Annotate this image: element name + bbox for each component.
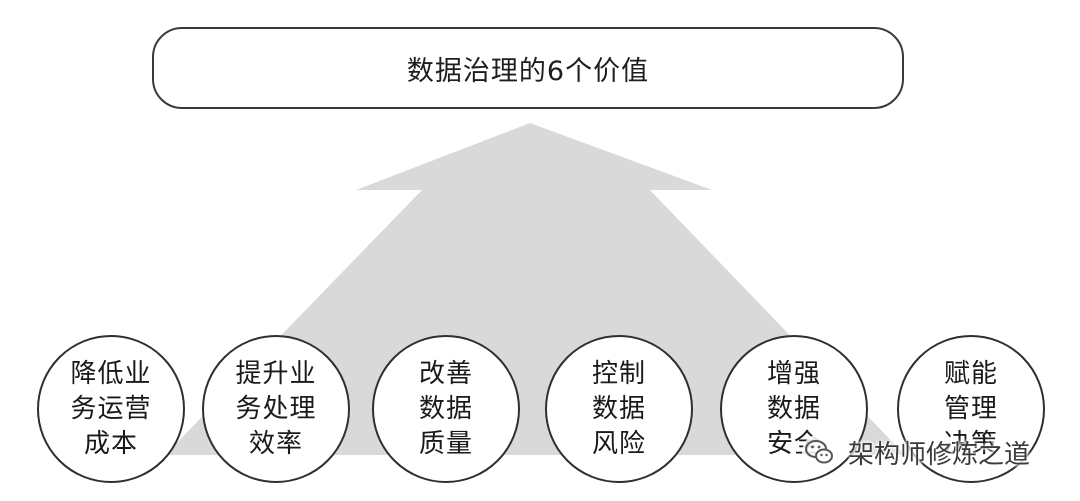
value-circle-6: 赋能 管理 决策: [897, 335, 1045, 483]
value-circle-3: 改善 数据 质量: [372, 335, 520, 483]
title-box: 数据治理的6个价值: [152, 27, 904, 109]
value-1-line-2: 务运营: [70, 393, 152, 424]
value-4-line-2: 数据: [591, 393, 646, 424]
value-5-line-1: 增强: [766, 358, 821, 389]
value-6-line-2: 管理: [943, 393, 998, 424]
value-6-line-3: 决策: [943, 428, 998, 459]
watermark-text: 架构师修炼之道: [848, 439, 1031, 470]
value-3-line-2: 数据: [418, 393, 473, 424]
value-2-line-2: 务处理: [235, 393, 317, 424]
value-circle-2: 提升业 务处理 效率: [202, 335, 350, 483]
value-circle-1: 降低业 务运营 成本: [37, 335, 185, 483]
arrow-shape: [165, 123, 905, 455]
value-5-line-2: 数据: [766, 393, 821, 424]
value-2-line-3: 效率: [248, 428, 303, 459]
value-1-line-1: 降低业: [70, 358, 152, 389]
diagram-title: 数据治理的6个价值: [406, 55, 650, 87]
value-4-line-1: 控制: [591, 358, 646, 389]
value-2-line-1: 提升业: [235, 358, 317, 389]
watermark: 架构师修炼之道: [800, 432, 1030, 472]
value-circle-4: 控制 数据 风险: [545, 335, 693, 483]
value-4-line-3: 风险: [591, 428, 646, 459]
wechat-icon: [802, 434, 838, 470]
value-3-line-3: 质量: [418, 428, 473, 459]
value-1-line-3: 成本: [83, 428, 138, 459]
value-6-line-1: 赋能: [943, 358, 998, 389]
value-3-line-1: 改善: [418, 358, 473, 389]
